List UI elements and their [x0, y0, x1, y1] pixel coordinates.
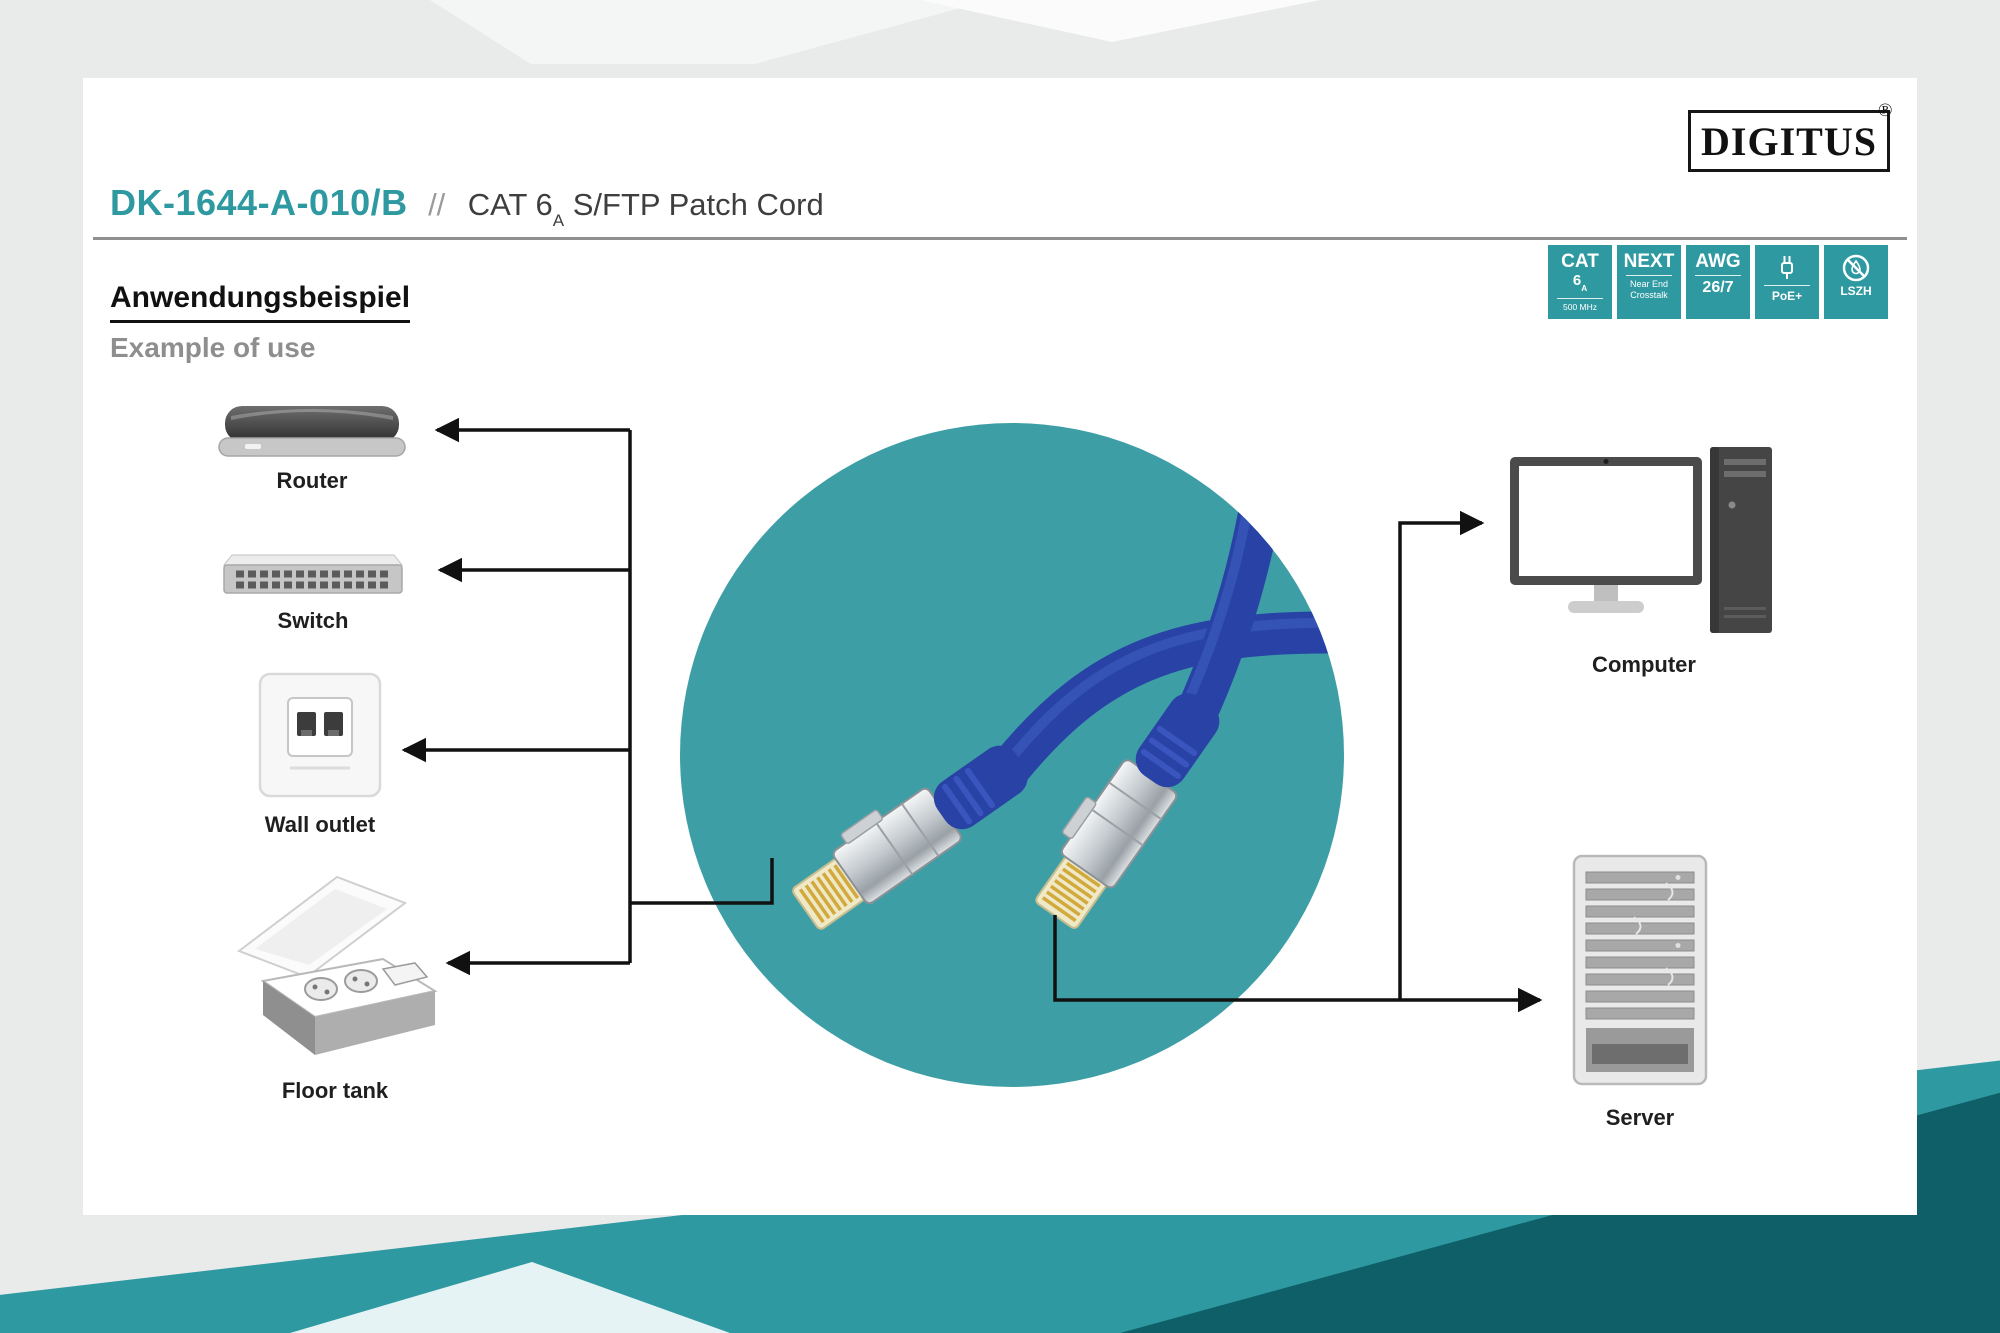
badge-divider — [1557, 298, 1603, 299]
title-separator: // — [428, 187, 446, 222]
computer-label: Computer — [1592, 652, 1696, 677]
switch-label: Switch — [277, 608, 349, 633]
badge-lszh: LSZH — [1824, 245, 1888, 319]
router-icon — [218, 406, 406, 457]
floor-tank-label: Floor tank — [281, 1078, 389, 1103]
registered-trademark: ® — [1878, 100, 1893, 121]
arrow-to-server — [1053, 915, 1543, 1013]
feature-badges: CAT 6A 500 MHz NEXT Near End Crosstalk A… — [1548, 245, 1888, 319]
badge-cat6a-number: 6 — [1572, 272, 1582, 289]
server-label: Server — [1605, 1105, 1675, 1130]
badge-cat6a: CAT 6A 500 MHz — [1548, 245, 1612, 319]
badge-cat6a-sub: A — [1581, 284, 1588, 294]
patch-cord-photo — [680, 423, 1344, 1087]
badge-next-line3: Crosstalk — [1630, 289, 1668, 300]
poe-plug-icon — [1781, 256, 1793, 279]
router-label: Router — [276, 468, 348, 493]
badge-divider — [1695, 275, 1741, 276]
arrow-to-computer — [1398, 510, 1485, 1000]
server-icon — [1572, 854, 1708, 1086]
product-name-prefix: CAT 6 — [467, 187, 553, 222]
badge-poe-label: PoE+ — [1771, 289, 1803, 303]
wall-outlet-icon — [258, 672, 382, 798]
badge-awg-title: AWG — [1695, 251, 1741, 272]
page-title: DK-1644-A-010/B // CAT 6A S/FTP Patch Co… — [110, 182, 824, 230]
header-rule — [93, 237, 1907, 240]
computer-icon — [1510, 447, 1772, 633]
badge-cat6a-category: 6A — [1573, 272, 1587, 295]
badge-divider — [1764, 285, 1810, 286]
digitus-logo-text: DIGITUS — [1701, 118, 1877, 164]
no-flame-icon — [1842, 254, 1870, 282]
floor-tank-icon — [236, 875, 438, 1055]
section-heading-de: Anwendungsbeispiel — [110, 281, 411, 323]
badge-next: NEXT Near End Crosstalk — [1617, 245, 1681, 319]
model-number: DK-1644-A-010/B — [110, 182, 408, 223]
badge-next-title: NEXT — [1623, 251, 1675, 272]
section-heading-en: Example of use — [110, 332, 316, 363]
product-name-suffix: S/FTP Patch Cord — [564, 187, 824, 222]
digitus-logo: DIGITUS — [1688, 110, 1890, 172]
switch-icon — [222, 554, 404, 594]
badge-next-line2: Near End — [1629, 279, 1669, 289]
left-connector-link — [630, 858, 774, 905]
badge-cat6a-frequency: 500 MHz — [1562, 302, 1597, 312]
product-cat-subscript: A — [552, 211, 565, 231]
badge-awg: AWG 26/7 — [1686, 245, 1750, 319]
badge-divider — [1626, 275, 1672, 276]
badge-cat6a-title: CAT — [1561, 251, 1599, 272]
badge-lszh-label: LSZH — [1840, 284, 1872, 298]
badge-awg-value: 26/7 — [1702, 279, 1734, 296]
badge-poe: PoE+ — [1755, 245, 1819, 319]
product-name: CAT 6A S/FTP Patch Cord — [467, 187, 824, 230]
wall-outlet-label: Wall outlet — [264, 812, 376, 837]
